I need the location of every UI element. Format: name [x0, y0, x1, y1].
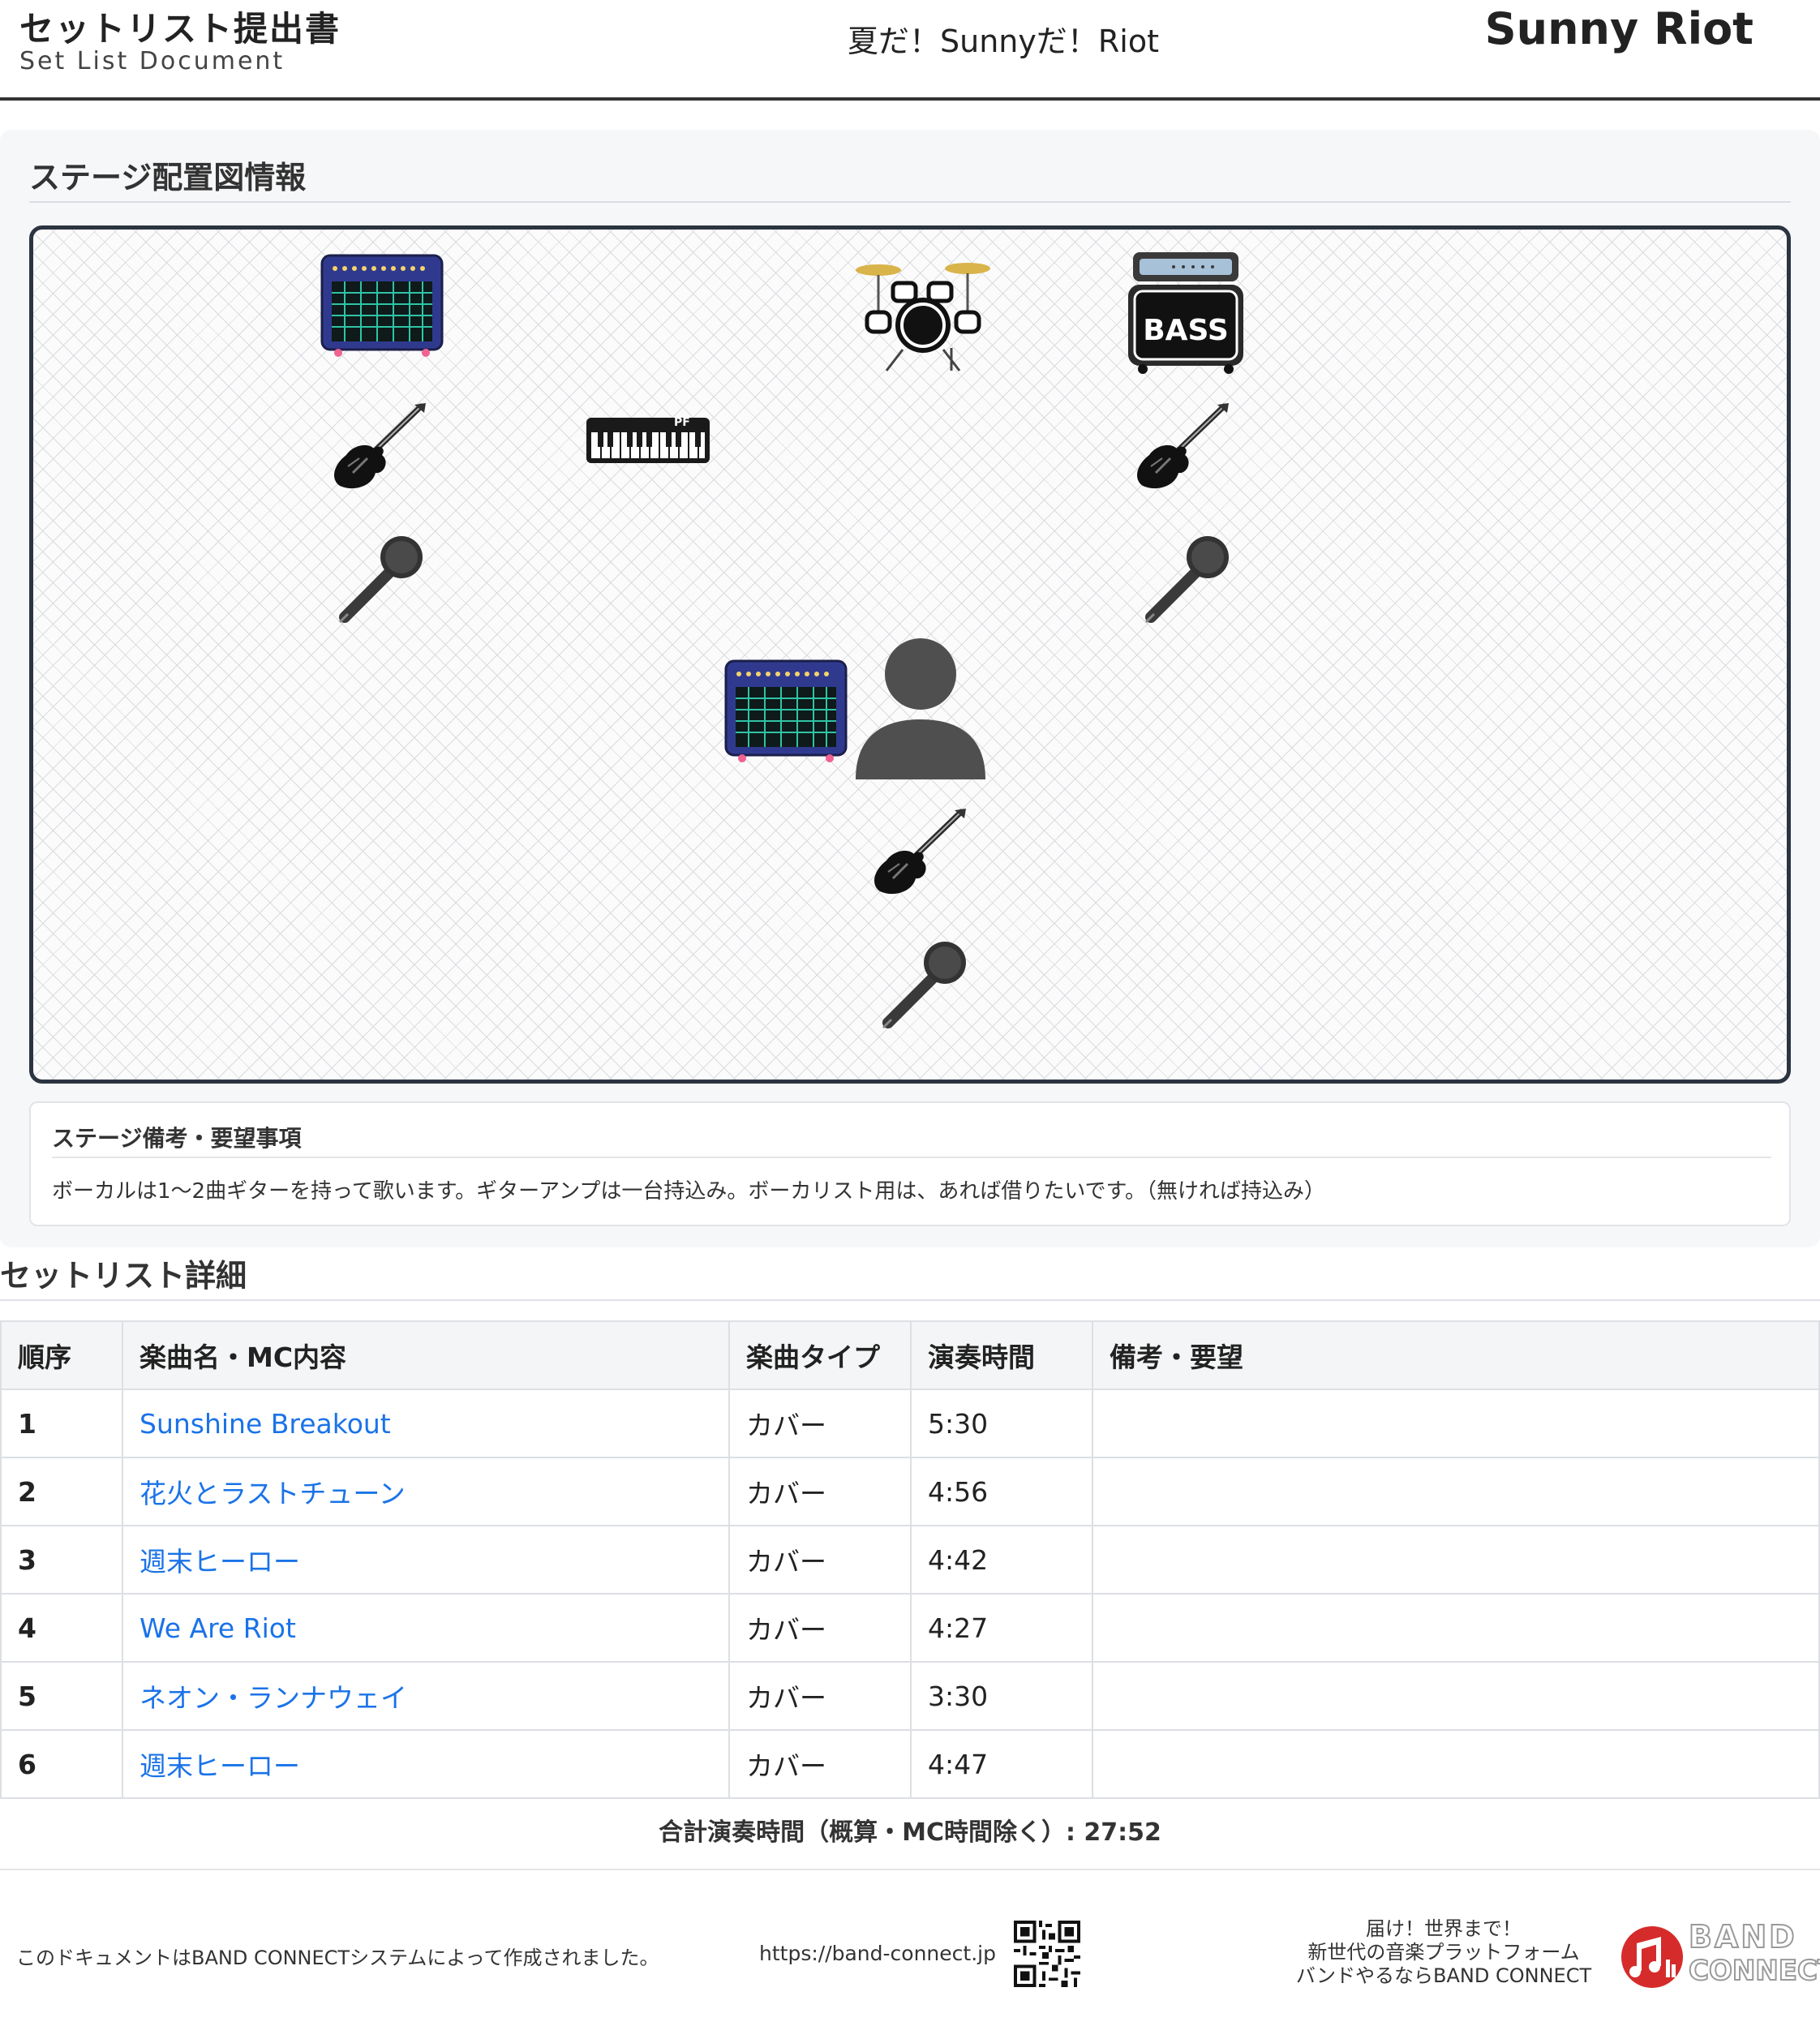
row-type: カバー	[728, 1457, 912, 1526]
tagline-line: 新世代の音楽プラットフォーム	[1307, 1941, 1580, 1964]
song-title-link[interactable]: 花火とラストチューン	[122, 1457, 730, 1526]
stage-diagram: BASS PF	[29, 225, 1791, 1084]
event-name: 夏だ！Sunnyだ！Riot	[848, 24, 1159, 59]
row-note	[1092, 1661, 1820, 1731]
person-icon	[856, 638, 985, 779]
song-title-link[interactable]: 週末ヒーロー	[122, 1525, 730, 1595]
qr-code-icon	[1014, 1921, 1080, 1987]
song-title-link[interactable]: ネオン・ランナウェイ	[122, 1661, 730, 1731]
bass-amp-icon	[1128, 252, 1243, 374]
row-note	[1092, 1729, 1820, 1799]
guitar-amp-icon	[320, 254, 444, 357]
guitar-amp-icon	[724, 659, 848, 762]
microphone-icon	[338, 536, 423, 624]
row-time: 4:56	[910, 1457, 1093, 1526]
microphone-icon	[1144, 536, 1229, 624]
divider	[0, 1869, 1820, 1870]
setlist-table: 順序 楽曲名・MC内容 楽曲タイプ 演奏時間 備考・要望 1 Sunshine …	[0, 1320, 1820, 1799]
row-type: カバー	[728, 1729, 912, 1799]
table-header-row: 順序 楽曲名・MC内容 楽曲タイプ 演奏時間 備考・要望	[0, 1320, 1820, 1390]
setlist-heading: セットリスト詳細	[0, 1247, 1820, 1301]
band-connect-logo: BAND CONNECT	[1620, 1919, 1820, 1992]
row-order: 3	[0, 1525, 123, 1595]
row-note	[1092, 1525, 1820, 1595]
keyboard-icon	[586, 418, 710, 463]
total-duration: 合計演奏時間（概算・MC時間除く）: 27:52	[659, 1818, 1161, 1847]
row-note	[1092, 1389, 1820, 1458]
logo-text-band: BAND	[1688, 1919, 1797, 1955]
music-note-logo-icon	[1621, 1926, 1683, 1988]
tagline-line: 届け！世界まで！	[1366, 1917, 1522, 1940]
table-row: 6 週末ヒーロー カバー 4:47	[0, 1729, 1820, 1799]
row-time: 4:42	[910, 1525, 1093, 1595]
electric-guitar-icon	[874, 809, 966, 895]
logo-text-connect: CONNECT	[1688, 1954, 1820, 1988]
row-time: 4:47	[910, 1729, 1093, 1799]
row-order: 4	[0, 1593, 123, 1663]
row-order: 2	[0, 1457, 123, 1526]
band-name: Sunny Riot	[1484, 3, 1753, 54]
column-header-notes: 備考・要望	[1092, 1320, 1820, 1390]
song-title-link[interactable]: Sunshine Breakout	[122, 1389, 730, 1458]
stage-section: ステージ配置図情報	[0, 130, 1820, 1247]
row-time: 5:30	[910, 1389, 1093, 1458]
row-order: 5	[0, 1661, 123, 1731]
table-row: 1 Sunshine Breakout カバー 5:30	[0, 1389, 1820, 1458]
row-time: 4:27	[910, 1593, 1093, 1663]
column-header-title: 楽曲名・MC内容	[122, 1320, 730, 1390]
footer-tagline: 届け！世界まで！ 新世代の音楽プラットフォーム バンドやるならBAND CONN…	[1290, 1917, 1598, 1988]
electric-guitar-icon	[334, 403, 426, 489]
table-row: 2 花火とラストチューン カバー 4:56	[0, 1457, 1820, 1526]
footer-note: このドキュメントはBAND CONNECTシステムによって作成されました。	[16, 1947, 659, 1969]
row-note	[1092, 1457, 1820, 1526]
row-type: カバー	[728, 1389, 912, 1458]
microphone-icon	[882, 942, 966, 1029]
drum-kit-icon	[856, 263, 990, 371]
document-title: セットリスト提出書	[19, 9, 341, 49]
document-subtitle: Set List Document	[19, 47, 285, 75]
row-order: 1	[0, 1389, 123, 1458]
row-type: カバー	[728, 1525, 912, 1595]
column-header-type: 楽曲タイプ	[728, 1320, 912, 1390]
table-row: 5 ネオン・ランナウェイ カバー 3:30	[0, 1661, 1820, 1731]
footer-url-link[interactable]: https://band-connect.jp	[759, 1942, 996, 1965]
electric-guitar-icon	[1137, 403, 1229, 489]
row-type: カバー	[728, 1593, 912, 1663]
tagline-line: バンドやるならBAND CONNECT	[1295, 1964, 1592, 1987]
table-row: 4 We Are Riot カバー 4:27	[0, 1593, 1820, 1663]
stage-notes: ステージ備考・要望事項 ボーカルは1〜2曲ギターを持って歌います。ギターアンプは…	[29, 1101, 1791, 1226]
row-order: 6	[0, 1729, 123, 1799]
column-header-time: 演奏時間	[910, 1320, 1093, 1390]
column-header-order: 順序	[0, 1320, 123, 1390]
row-time: 3:30	[910, 1661, 1093, 1731]
stage-notes-text: ボーカルは1〜2曲ギターを持って歌います。ギターアンプは一台持込み。ボーカリスト…	[52, 1179, 1325, 1204]
row-note	[1092, 1593, 1820, 1663]
stage-heading: ステージ配置図情報	[29, 152, 1791, 203]
song-title-link[interactable]: We Are Riot	[122, 1593, 730, 1663]
keyboard-label: PF	[674, 416, 690, 429]
table-row: 3 週末ヒーロー カバー 4:42	[0, 1525, 1820, 1595]
bass-amp-label: BASS	[1143, 314, 1229, 347]
document-header: セットリスト提出書 Set List Document 夏だ！Sunnyだ！Ri…	[0, 0, 1820, 101]
stage-notes-title: ステージ備考・要望事項	[52, 1121, 1771, 1158]
song-title-link[interactable]: 週末ヒーロー	[122, 1729, 730, 1799]
row-type: カバー	[728, 1661, 912, 1731]
